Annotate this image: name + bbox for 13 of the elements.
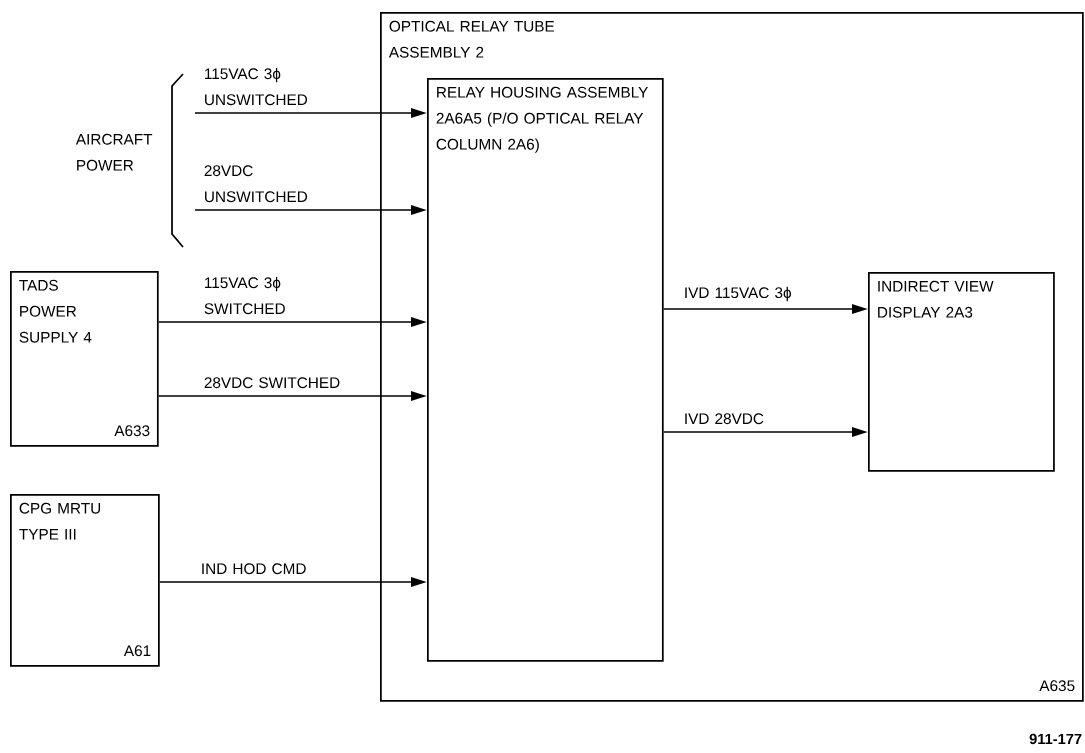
housing-box: RELAY HOUSING ASSEMBLY 2A6A5 (P/O OPTICAL RELAY COLUMN 2A6): [427, 78, 664, 662]
edge-label: IND HOD CMD: [202, 563, 306, 575]
group-label: AIRCRAFT POWER: [75, 133, 153, 171]
figure-number: 911-177: [1029, 733, 1082, 745]
edge-label: 28VDC UNSWITCHED: [204, 165, 308, 203]
edge-label: 115VAC 3ϕ SWITCHED: [204, 276, 285, 315]
edge-label: 115VAC 3ϕ UNSWITCHED: [205, 67, 308, 106]
edge-label: IVD 28VDC: [685, 413, 764, 425]
unit-box: CPG MRTU TYPE III A61: [10, 494, 160, 667]
edge-label: 28VDC SWITCHED: [204, 377, 340, 389]
display-box: INDIRECT VIEW DISPLAY 2A3: [868, 272, 1055, 472]
edge-label: IVD 115VAC 3ϕ: [685, 286, 791, 302]
supply-box: TADS POWER SUPPLY 4 A633: [10, 271, 159, 447]
